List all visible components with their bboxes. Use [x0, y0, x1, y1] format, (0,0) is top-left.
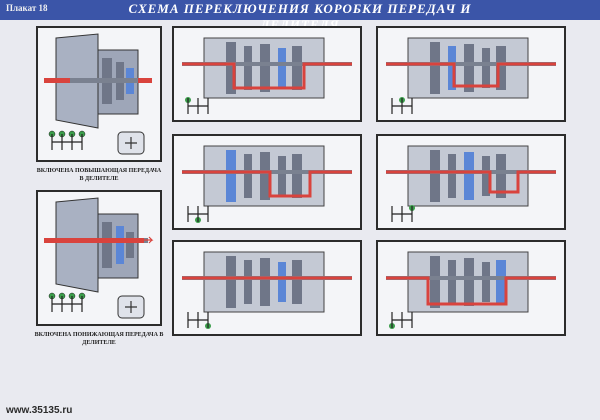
header-bar: Плакат 18 СХЕМА ПЕРЕКЛЮЧЕНИЯ КОРОБКИ ПЕР…	[0, 0, 600, 32]
gear-diagram-4	[376, 134, 566, 230]
gear-diagram-5	[172, 240, 362, 336]
divider-upshift-panel	[36, 26, 162, 162]
divider-downshift-panel	[36, 190, 162, 326]
caption-upshift: ВКЛЮЧЕНА ПОВЫШАЮЩАЯ ПЕРЕДАЧА В ДЕЛИТЕЛЕ	[36, 168, 162, 182]
gear-diagram-1	[172, 26, 362, 122]
caption-downshift: ВКЛЮЧЕНА ПОНИЖАЮЩАЯ ПЕРЕДАЧА В ДЕЛИТЕЛЕ	[34, 332, 164, 346]
watermark: www.35135.ru	[6, 405, 73, 416]
gear-diagram-2	[376, 26, 566, 122]
divider-upshift-diagram	[44, 33, 152, 155]
gear-diagram-3	[172, 134, 362, 230]
divider-downshift-diagram	[44, 197, 154, 319]
plate-label: Плакат 18	[6, 3, 48, 13]
gear-diagram-6	[376, 240, 566, 336]
